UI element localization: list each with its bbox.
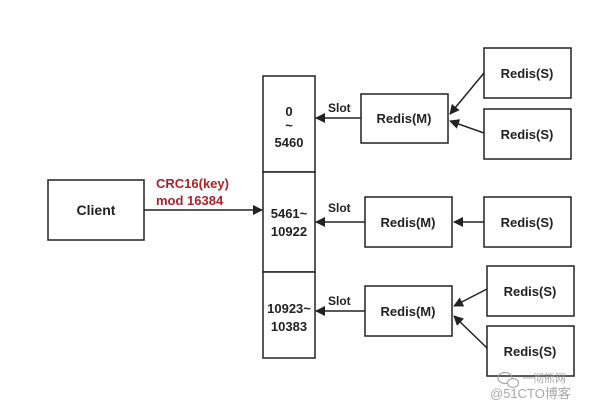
slot-edge-label: Slot xyxy=(328,294,351,308)
master-node: Redis(M) xyxy=(360,93,449,144)
watermark-line1: 一彻熊网 xyxy=(522,371,566,385)
slave-node: Redis(S) xyxy=(483,47,572,99)
slot-edge-label: Slot xyxy=(328,101,351,115)
hash-label-line1: CRC16(key) xyxy=(156,176,229,191)
client-label: Client xyxy=(77,202,116,218)
slot-range-text: 10922 xyxy=(271,224,307,239)
slot-range-text: ~ xyxy=(285,118,293,133)
slave-label: Redis(S) xyxy=(501,66,554,81)
slave-to-master-arrow xyxy=(449,119,485,134)
master-label: Redis(M) xyxy=(377,111,432,126)
master-label: Redis(M) xyxy=(381,304,436,319)
slave-node: Redis(S) xyxy=(486,265,575,317)
slave-node: Redis(S) xyxy=(483,196,572,248)
slave-node: Redis(S) xyxy=(486,325,575,377)
slave-label: Redis(S) xyxy=(504,284,557,299)
slot-range-text: 5460 xyxy=(275,135,304,150)
slot-range-cell xyxy=(262,75,316,173)
slot-range-text: 10383 xyxy=(271,319,307,334)
slot-table: 0 ~ 5460 5461~ 10922 10923~ 10383 xyxy=(262,75,316,359)
hash-label-line2: mod 16384 xyxy=(156,193,224,208)
slave-to-master-arrow xyxy=(453,315,488,349)
slot-range-cell xyxy=(262,171,316,273)
client-node: Client xyxy=(47,179,145,241)
slave-label: Redis(S) xyxy=(504,344,557,359)
watermark-line2: @51CTO博客 xyxy=(490,386,571,401)
wechat-icon xyxy=(497,371,520,389)
slave-label: Redis(S) xyxy=(501,215,554,230)
master-node: Redis(M) xyxy=(364,285,453,337)
hash-function-label: CRC16(key) mod 16384 xyxy=(156,176,229,208)
slave-node: Redis(S) xyxy=(483,108,572,160)
slot-range-cell xyxy=(262,271,316,359)
slave-to-master-arrow xyxy=(453,288,488,307)
slave-to-master-arrow xyxy=(449,72,485,115)
slot-range-text: 10923~ xyxy=(267,301,311,316)
slot-range-text: 0 xyxy=(285,104,292,119)
master-node: Redis(M) xyxy=(364,196,453,248)
slot-edge-label: Slot xyxy=(328,201,351,215)
slot-range-text: 5461~ xyxy=(271,206,308,221)
slave-label: Redis(S) xyxy=(501,127,554,142)
watermark: 一彻熊网 @51CTO博客 xyxy=(490,371,571,401)
master-label: Redis(M) xyxy=(381,215,436,230)
